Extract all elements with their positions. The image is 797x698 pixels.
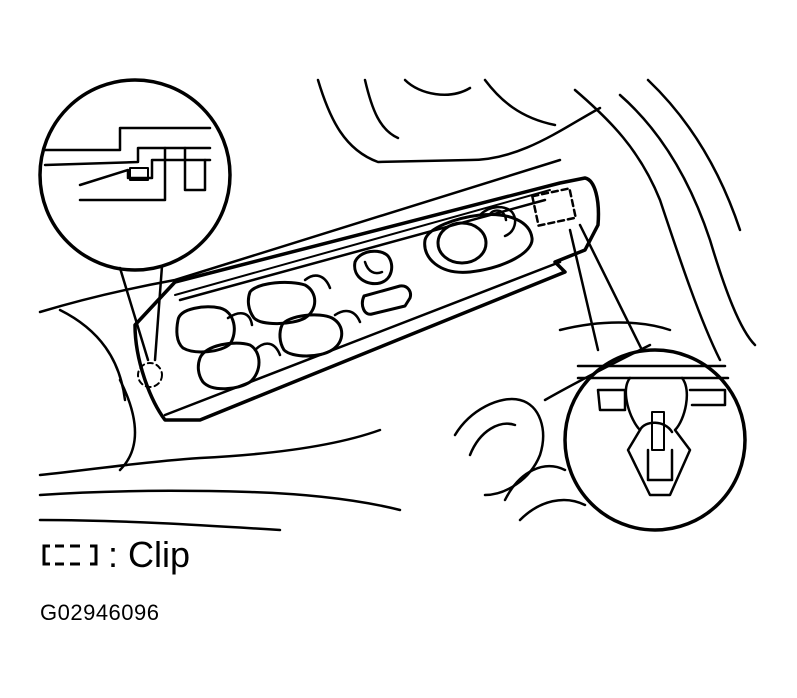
window-switches	[177, 276, 360, 389]
window-switch-front-left	[248, 282, 314, 323]
window-switch-front-right	[280, 315, 342, 356]
callout-right-clip-detail	[565, 225, 745, 530]
dashed-bracket-icon	[40, 541, 100, 569]
clip-marker-panel-right	[532, 188, 575, 225]
lock-switch	[355, 251, 411, 314]
legend: : Clip	[40, 534, 190, 576]
mirror-control	[425, 207, 532, 272]
legend-label: : Clip	[108, 534, 191, 575]
window-switch-rear-right	[198, 343, 259, 389]
window-lock-button	[362, 286, 410, 314]
clip-marker-panel-left	[138, 363, 162, 387]
figure-code: G02946096	[40, 600, 160, 625]
callout-left-clip-detail	[40, 80, 230, 360]
